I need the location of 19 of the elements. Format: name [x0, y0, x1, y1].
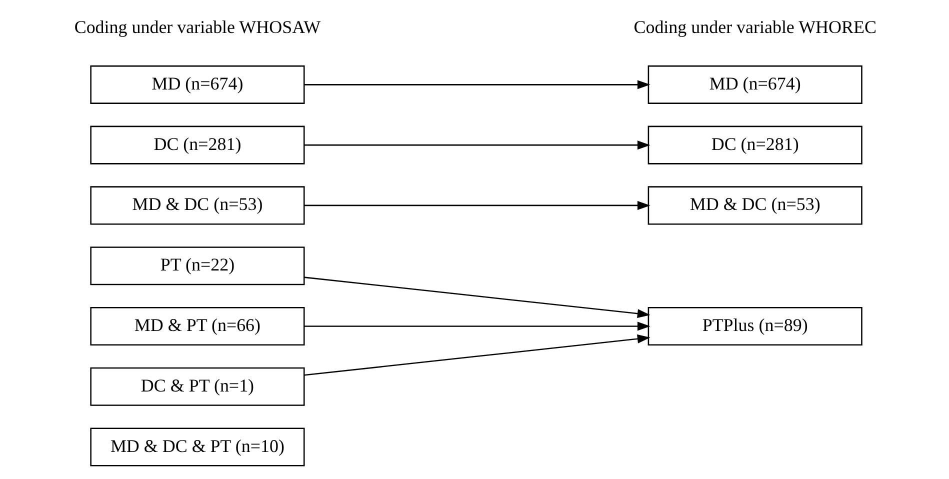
node-box: MD (n=674): [90, 65, 304, 104]
arrow: [304, 200, 650, 210]
arrow: [304, 276, 650, 318]
arrow: [304, 322, 650, 331]
node-box: MD & DC (n=53): [647, 186, 862, 225]
arrow: [304, 334, 650, 376]
node-box: PTPlus (n=89): [647, 306, 862, 346]
node-box: DC (n=281): [647, 126, 862, 164]
node-box: PT (n=22): [90, 246, 304, 286]
node-box: MD & DC (n=53): [90, 186, 304, 225]
node-box: DC (n=281): [90, 126, 304, 164]
label: Coding under variable WHOSAW: [74, 16, 320, 37]
node-box: MD & PT (n=66): [90, 306, 304, 346]
node-box: MD (n=674): [647, 65, 862, 104]
node-box: DC & PT (n=1): [90, 367, 304, 406]
node-box: MD & DC & PT (n=10): [90, 428, 304, 466]
label: Coding under variable WHOREC: [633, 16, 876, 37]
arrow: [304, 80, 650, 90]
arrow: [304, 140, 650, 150]
